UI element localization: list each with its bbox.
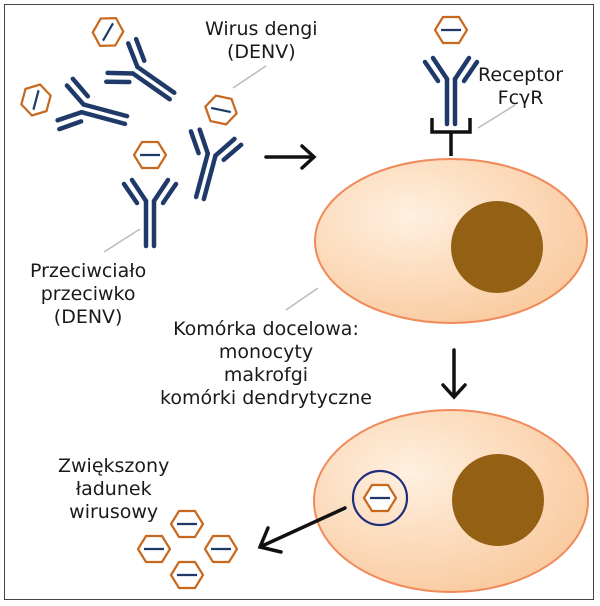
antibody-label-line-1: Przeciwciało [30,260,147,282]
virus-1 [87,10,129,54]
endosome-virus [362,483,398,513]
receptor-bound-antibody [425,58,477,124]
virus-leader-line [232,65,267,89]
target-cell-label-line-1: Komórka docelowa: [173,318,359,340]
leader-lines [103,65,516,311]
target-cell [314,158,588,324]
virus-4 [132,140,168,170]
target-cell-label: Komórka docelowa: monocyty makrofgi komó… [160,318,372,410]
diagram-frame [4,4,594,600]
antibody-label-line-2: przeciwko [40,283,136,305]
fcgr-receptor [430,118,472,156]
nucleus [451,201,543,293]
infected-nucleus [452,454,544,546]
viral-load-label-line-2: ładunek [75,478,152,500]
virus-3 [201,92,241,128]
antibody-virus-complex-1 [103,37,187,117]
virus-label-line-1: Wirus dengi [205,18,318,40]
antibody-label: Przeciwciało przeciwko (DENV) [30,260,146,329]
receptor-label-line-1: Receptor [478,64,564,86]
receptor-label-line-2: FcγR [497,87,544,109]
receptor-leader-line [477,104,516,129]
viral-load-label: Zwiększony ładunek wirusowy [58,455,169,524]
endosome [351,469,409,527]
infected-cell [313,409,589,593]
arrow-down-icon [441,348,467,400]
viral-load-label-line-3: wirusowy [69,501,159,523]
antibody-leader-line [103,228,141,253]
target-cell-label-line-3: makrofgi [223,364,309,386]
antibody-virus-complex-2 [56,78,133,145]
virus-2 [18,80,54,120]
antibody-label-line-3: (DENV) [53,306,123,328]
target-cell-label-line-4: komórki dendrytyczne [160,387,372,409]
target-cell-label-line-2: monocyty [218,341,314,363]
receptor-label: Receptor FcγR [478,64,563,110]
cell-leader-line [285,287,319,311]
virus-label: Wirus dengi (DENV) [205,18,318,64]
virus-label-line-2: (DENV) [226,41,296,63]
viral-load-label-line-1: Zwiększony [58,455,170,477]
antibody-virus-complex-4 [124,180,176,246]
antibody-virus-complex-3 [175,128,242,205]
arrow-down-left-icon [257,506,347,554]
arrow-right-icon [264,144,317,170]
receptor-virus [433,15,469,45]
